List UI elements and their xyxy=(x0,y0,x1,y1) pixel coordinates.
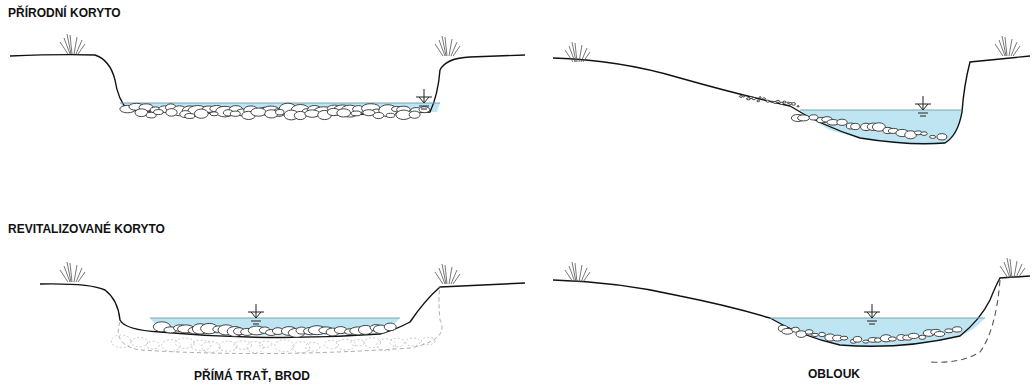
section-label: REVITALIZOVANÉ KORYTO xyxy=(8,222,165,236)
section-label: PŘÍRODNÍ KORYTO xyxy=(8,6,121,20)
section-label: OBLOUK xyxy=(808,367,860,381)
section-label: PŘÍMÁ TRAŤ, BROD xyxy=(194,369,310,383)
